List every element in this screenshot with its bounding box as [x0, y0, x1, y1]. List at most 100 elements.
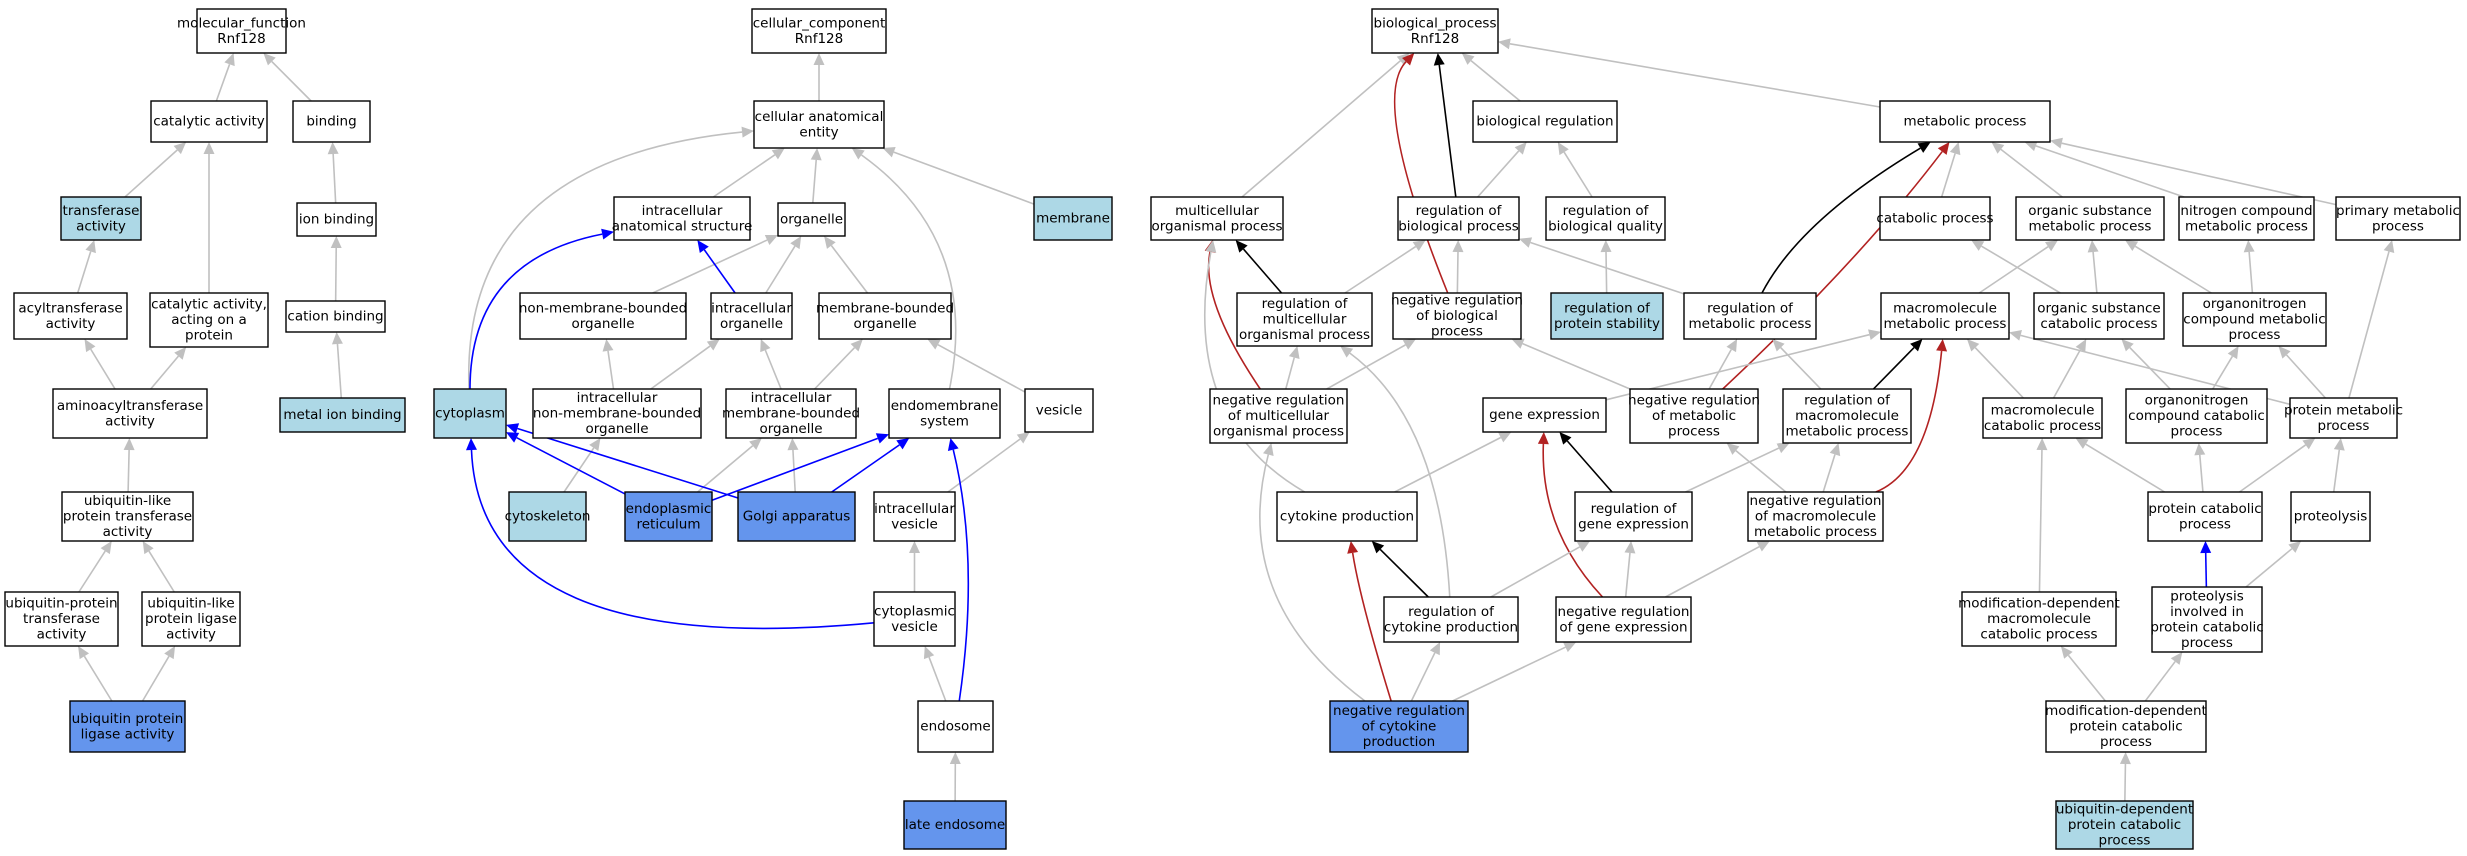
edge-line — [1566, 440, 1613, 493]
node-label-line: catalytic activity, — [151, 297, 267, 313]
edge-io-to-org — [765, 236, 802, 294]
node-label-line: metabolic process — [2185, 218, 2308, 234]
edge-arrowhead — [1412, 240, 1426, 252]
node-intracellular-non-membrane-bounded-organelle: intracellularnon-membrane-boundedorganel… — [532, 388, 702, 439]
edge-line — [468, 131, 743, 390]
edge-arrowhead — [1433, 53, 1445, 66]
edge-arrowhead — [1205, 240, 1217, 253]
node-box — [1982, 397, 2103, 439]
edge-line — [1509, 42, 1881, 108]
node-box — [737, 491, 856, 542]
node-box — [13, 292, 128, 340]
edge-line — [2124, 763, 2127, 802]
edge-arrowhead — [1402, 339, 1416, 350]
edge-arrowhead — [2121, 339, 2134, 352]
node-box — [1747, 491, 1884, 542]
edge-arrowhead — [1937, 142, 1950, 155]
edge-line — [1605, 251, 1608, 294]
node-label-line: process — [2179, 516, 2231, 532]
node-label-line: transferase — [63, 203, 140, 219]
node-label-line: endomembrane — [891, 398, 999, 414]
edge-late-to-endosome — [949, 752, 961, 802]
edge-er-to-cyto — [506, 432, 626, 495]
node-box — [2335, 196, 2461, 241]
node-label-line: metabolic process — [1786, 424, 1909, 440]
node-label-line: of metabolic — [1652, 408, 1736, 424]
edge-endosome-to-cv — [923, 646, 947, 702]
node-label-line: activity — [37, 627, 87, 643]
edge-transf-to-cat — [124, 142, 187, 198]
edge-breg-to-bp — [1461, 53, 1521, 102]
node-label-line: organismal process — [1151, 218, 1282, 234]
node-biological-regulation: biological regulation — [1472, 100, 1618, 143]
node-label-line: non-membrane-bounded — [533, 406, 701, 422]
node-label-line: intracellular — [711, 300, 792, 316]
node-box — [1482, 397, 1607, 433]
edge-arrowhead — [1949, 142, 1961, 156]
edge-line — [1522, 342, 1631, 390]
node-box — [4, 591, 119, 647]
edge-line — [470, 449, 875, 630]
node-label-line: multicellular — [1175, 203, 1259, 219]
node-box — [196, 8, 287, 54]
node-label-line: organonitrogen — [2203, 296, 2307, 312]
edge-arrowhead — [790, 236, 802, 250]
edge-nregmmp-to-mmp — [1875, 339, 1948, 493]
edge-cat-to-mf — [215, 53, 235, 102]
node-label-line: cytokine production — [1280, 509, 1414, 525]
edge-mcp-to-mmp — [1966, 339, 2024, 399]
edge-cae-to-cc — [813, 53, 825, 101]
edge-line — [215, 64, 231, 102]
node-label-line: Rnf128 — [1411, 31, 1459, 47]
node-box — [1150, 196, 1284, 241]
edge-line — [76, 251, 92, 294]
edge-arrowhead — [1498, 432, 1512, 443]
node-box — [1392, 292, 1522, 340]
edge-regcyt-to-regmop — [1340, 346, 1451, 598]
node-box — [1472, 100, 1618, 143]
edge-imbo-to-mbo — [814, 339, 863, 390]
edge-line — [150, 355, 180, 390]
edge-line — [650, 345, 711, 390]
edge-arrowhead — [2075, 339, 2087, 353]
node-catalytic-activity: catalytic activity — [150, 100, 268, 143]
edge-reggexp-to-gexp — [1559, 432, 1613, 493]
edges-layer — [76, 38, 2395, 802]
edge-line — [148, 550, 175, 593]
edge-arrowhead — [851, 148, 865, 160]
edge-regcyt-to-reggexp — [1490, 541, 1591, 598]
edge-mdpcp-to-mdmcp — [2060, 646, 2106, 702]
node-label-line: acyltransferase — [18, 300, 122, 316]
edge-line — [1490, 546, 1581, 598]
edge-cationb-to-ionb — [330, 236, 342, 302]
node-box — [60, 196, 142, 241]
node-label-line: of macromolecule — [1755, 509, 1876, 525]
edge-pipcp-to-proteol — [2245, 541, 2302, 588]
node-label-line: ubiquitin-like — [84, 493, 171, 509]
node-ion-binding: ion binding — [296, 202, 377, 237]
edge-line — [812, 159, 817, 204]
node-box — [292, 100, 371, 143]
edge-protmp-to-oncmp — [2278, 346, 2327, 399]
edge-line — [2212, 355, 2234, 390]
edge-arrowhead — [330, 236, 342, 249]
node-label-line: protein catabolic — [2148, 501, 2261, 517]
node-label-line: metabolic process — [1884, 316, 2007, 332]
node-label-line: cytoplasm — [435, 406, 505, 422]
edge-ubllig-to-ubllt — [142, 541, 175, 593]
node-label-line: multicellular — [1263, 312, 1347, 328]
node-label-line: regulation of — [1408, 604, 1495, 620]
edge-nregmp-to-nregbp — [1511, 338, 1631, 390]
edge-line — [271, 60, 312, 102]
node-label-line: Rnf128 — [217, 31, 265, 47]
edge-regmmp-to-regmp — [1772, 339, 1822, 390]
edge-ubpt-to-ubllt — [78, 541, 112, 593]
edge-arrowhead — [1776, 443, 1790, 454]
